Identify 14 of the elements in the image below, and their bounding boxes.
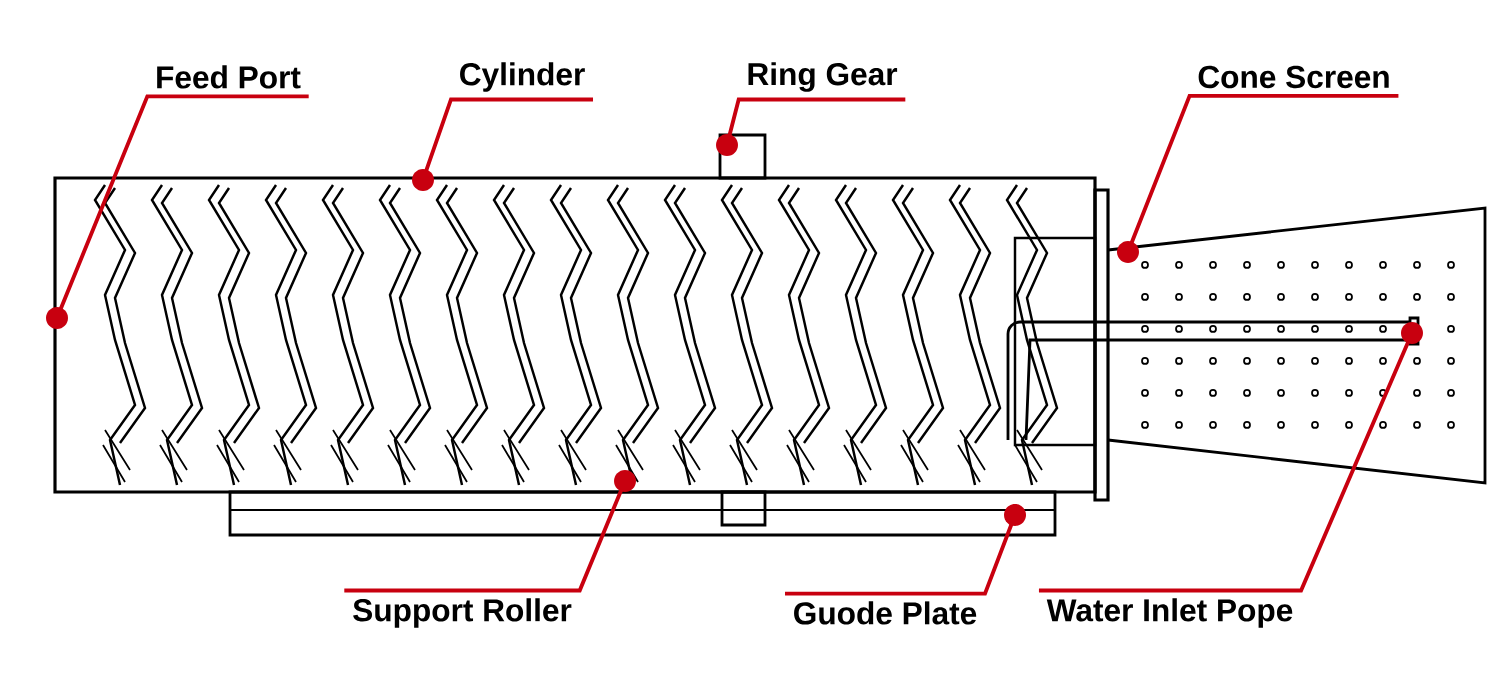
leader-line bbox=[1117, 93, 1399, 263]
callout-label: Support Roller bbox=[353, 598, 572, 628]
leader-line bbox=[785, 504, 1026, 596]
callout-label: Water Inlet Pope bbox=[1046, 598, 1293, 628]
callout-label: Cylinder bbox=[460, 62, 585, 92]
callout-label: Guode Plate bbox=[794, 601, 977, 625]
leader-line bbox=[1038, 322, 1423, 593]
leader-line bbox=[412, 97, 593, 191]
leader-line bbox=[344, 470, 636, 593]
leader-line bbox=[46, 94, 309, 329]
callout-label: Cone Screen bbox=[1198, 65, 1389, 89]
leader-line bbox=[716, 97, 906, 156]
callout-label: Feed Port bbox=[157, 65, 301, 89]
callout-label: Ring Gear bbox=[748, 62, 898, 92]
